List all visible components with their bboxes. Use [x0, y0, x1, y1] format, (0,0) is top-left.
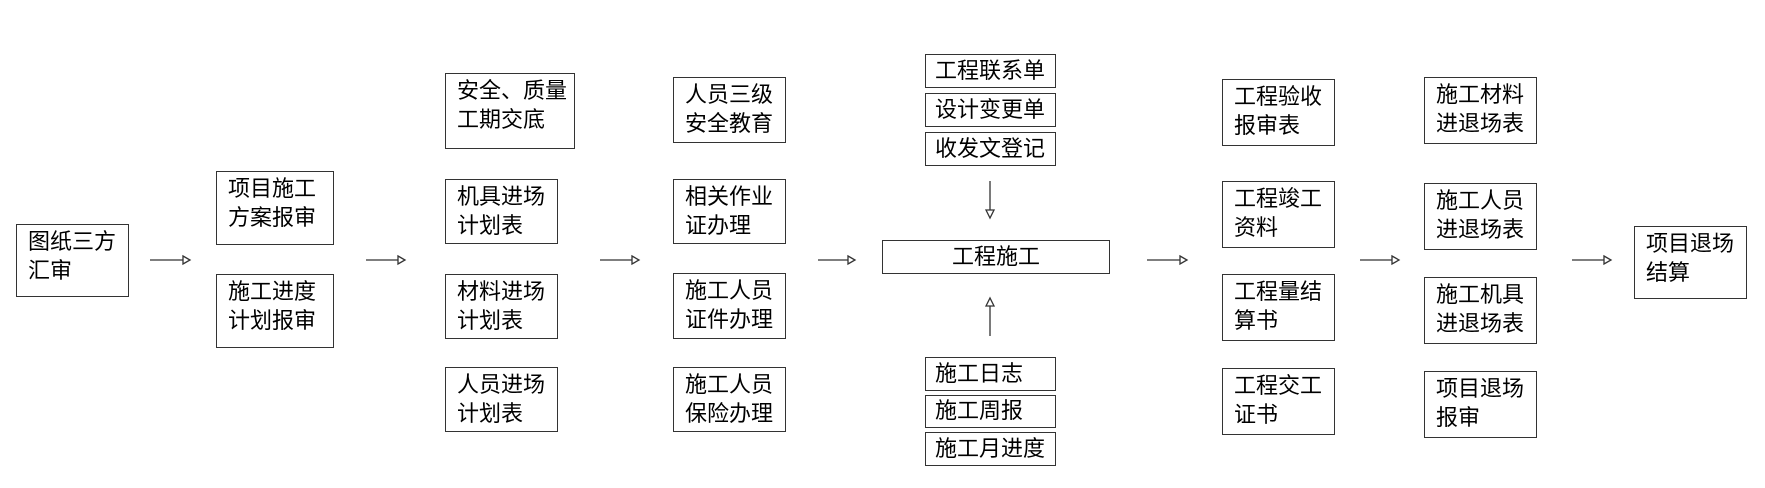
node-acceptance-form: 工程验收 报审表	[1222, 79, 1335, 146]
node-work-certificate: 相关作业 证办理	[673, 179, 786, 244]
arrow-5	[1147, 254, 1189, 266]
node-machinery-plan: 机具进场 计划表	[445, 179, 558, 244]
node-schedule-review: 施工进度 计划报审	[216, 274, 334, 348]
node-material-exit: 施工材料 进退场表	[1424, 77, 1537, 144]
node-personnel-exit: 施工人员 进退场表	[1424, 183, 1537, 250]
node-personnel-plan: 人员进场 计划表	[445, 367, 558, 432]
node-design-change: 设计变更单	[925, 93, 1056, 127]
node-completion-docs: 工程竣工 资料	[1222, 181, 1335, 248]
node-contact-sheet: 工程联系单	[925, 54, 1056, 88]
arrow-down-to-construction	[984, 181, 996, 220]
arrow-3	[600, 254, 641, 266]
node-construction: 工程施工	[882, 240, 1110, 274]
node-safety-education: 人员三级 安全教育	[673, 77, 786, 143]
arrow-4	[818, 254, 857, 266]
node-document-register: 收发文登记	[925, 132, 1056, 166]
node-safety-briefing: 安全、质量 工期交底	[445, 73, 575, 149]
node-personnel-certificate: 施工人员 证件办理	[673, 273, 786, 339]
node-quantity-settlement: 工程量结 算书	[1222, 274, 1335, 341]
node-exit-settlement: 项目退场 结算	[1634, 226, 1747, 299]
node-monthly-progress: 施工月进度	[925, 432, 1056, 466]
node-project-exit-review: 项目退场 报审	[1424, 371, 1537, 438]
arrow-up-to-construction	[984, 296, 996, 336]
arrow-7	[1572, 254, 1613, 266]
node-scheme-review: 项目施工 方案报审	[216, 171, 334, 245]
node-drawing-review: 图纸三方 汇审	[16, 224, 129, 297]
node-daily-log: 施工日志	[925, 357, 1056, 391]
arrow-2	[366, 254, 407, 266]
node-machinery-exit: 施工机具 进退场表	[1424, 277, 1537, 344]
node-weekly-report: 施工周报	[925, 395, 1056, 428]
node-material-plan: 材料进场 计划表	[445, 274, 558, 339]
arrow-6	[1360, 254, 1401, 266]
node-handover-certificate: 工程交工 证书	[1222, 368, 1335, 435]
arrow-1	[150, 254, 192, 266]
node-personnel-insurance: 施工人员 保险办理	[673, 367, 786, 432]
